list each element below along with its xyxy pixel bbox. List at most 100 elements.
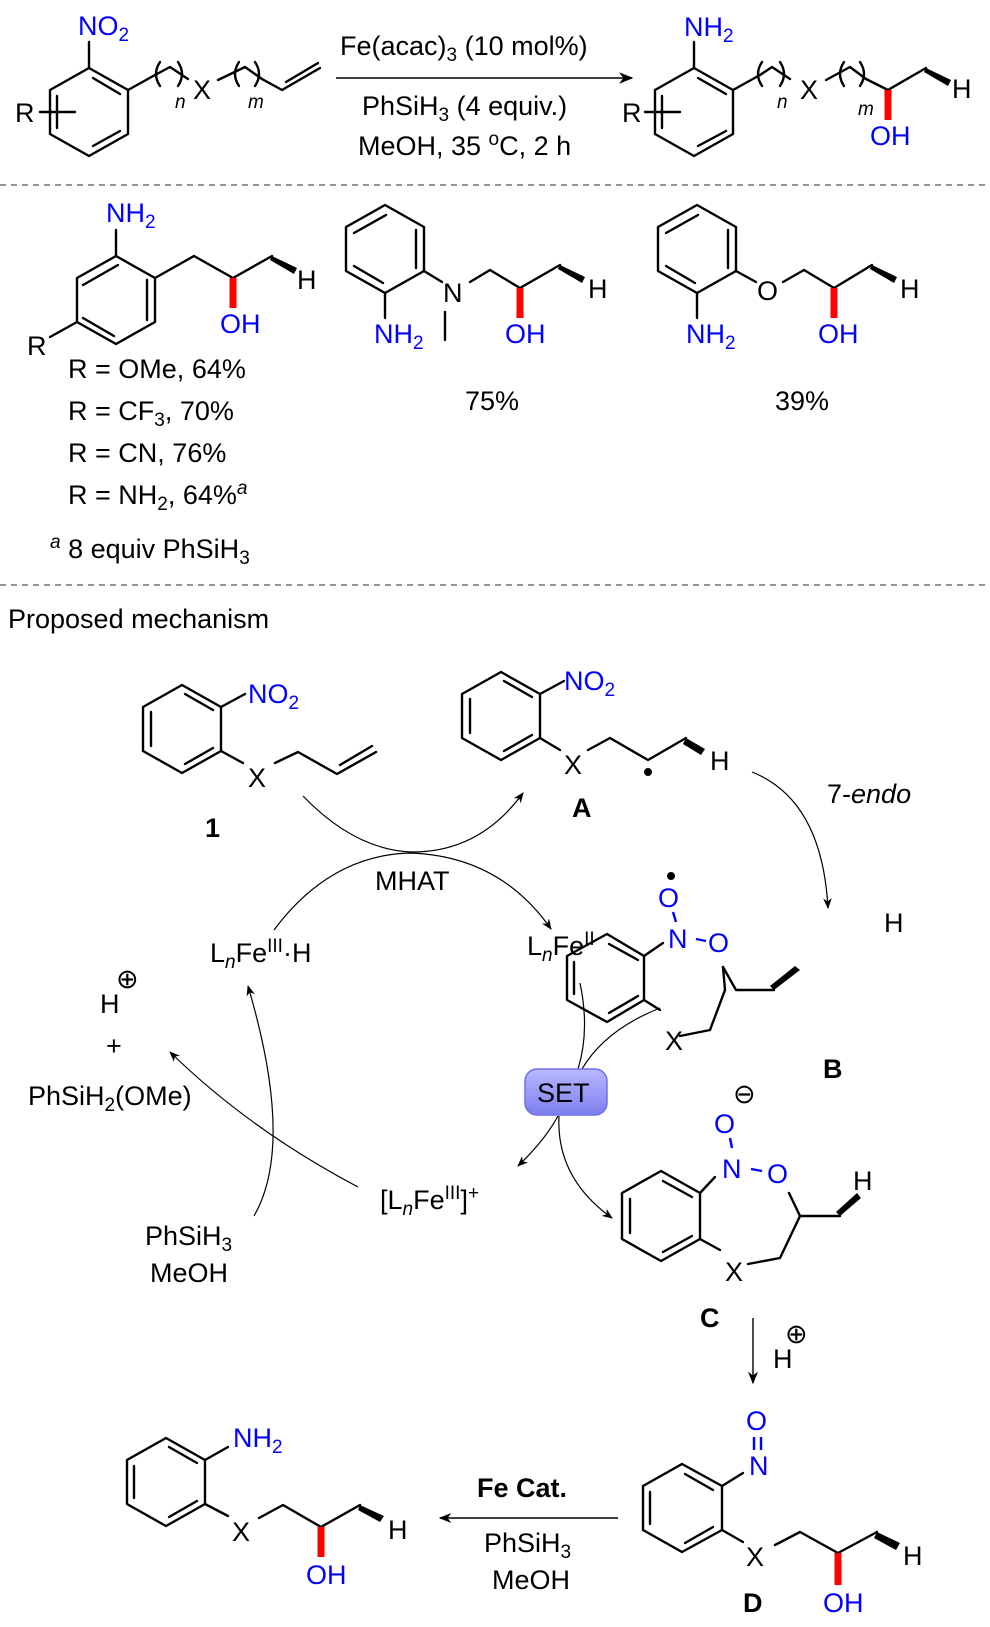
- label-c: C: [700, 1303, 720, 1333]
- product-amine: NH2: [684, 12, 734, 47]
- a-terminal-h: H: [710, 746, 730, 776]
- d-o-atom: O: [746, 1406, 767, 1436]
- cyclization-arrow: [751, 771, 832, 910]
- step-7-endo: 7-endo: [827, 779, 911, 809]
- yield-nh2: R = NH2, 64%a: [68, 478, 248, 515]
- set-to-c: [558, 1115, 613, 1219]
- intermediate-b: O N O H X B: [565, 872, 904, 1084]
- b-terminal-h: H: [884, 908, 904, 938]
- radical-dot: [667, 872, 675, 880]
- catalytic-cycle: MHAT LnFeIII·H LnFeII SET [LnFeIII]+ H ⊕…: [28, 792, 661, 1288]
- condition-catalyst: Fe(acac)3 (10 mol%): [340, 31, 588, 66]
- set-badge: [524, 1068, 608, 1116]
- reaction-arrow-group: Fe(acac)3 (10 mol%) PhSiH3 (4 equiv.) Me…: [336, 31, 634, 161]
- scope3-yield: 39%: [775, 386, 829, 416]
- scope-entry-ether: NH2 O H OH 39%: [656, 203, 920, 416]
- fe-ii: LnFeII: [527, 929, 595, 966]
- scope2-amine: NH2: [374, 319, 424, 354]
- c-terminal-h: H: [853, 1166, 873, 1196]
- product-linker-x: X: [800, 75, 818, 105]
- intermediate-a: NO2 X H A: [460, 666, 730, 823]
- c-ring-o: O: [767, 1159, 788, 1189]
- intermediate-c: ⊖ O N O H X C: [620, 1079, 873, 1333]
- fp-hydroxyl: OH: [306, 1560, 347, 1590]
- a-nitro: NO2: [564, 666, 615, 701]
- byproduct-charge: ⊕: [116, 964, 139, 994]
- product-index-n: n: [777, 92, 788, 113]
- set-to-fe-iii: [517, 1115, 559, 1167]
- scope1-substituent-r: R: [27, 331, 47, 361]
- scope2-terminal-h: H: [588, 274, 608, 304]
- linker-x: X: [193, 75, 211, 105]
- scope3-hydroxyl: OH: [818, 319, 859, 349]
- wedge-bond: [924, 68, 951, 86]
- fe-iii-cation: [LnFeIII]+: [380, 1183, 479, 1220]
- label-a: A: [572, 793, 592, 823]
- final-solvent: MeOH: [492, 1565, 570, 1595]
- scope3-linker-o: O: [757, 276, 778, 306]
- scope3-terminal-h: H: [900, 274, 920, 304]
- intermediate-d: O N X H OH D: [641, 1406, 923, 1618]
- fe-ii-to-set: [577, 982, 586, 1070]
- scope1-hydroxyl: OH: [220, 309, 261, 339]
- negative-charge: ⊖: [733, 1079, 756, 1109]
- byproduct-arrow: [169, 1051, 359, 1188]
- final-reductant: PhSiH3: [484, 1528, 571, 1563]
- substrate-general: R NO2 n X m: [15, 11, 322, 158]
- c-linker-x: X: [725, 1257, 743, 1287]
- positive-charge: ⊕: [785, 1319, 808, 1349]
- d-n-atom: N: [749, 1451, 769, 1481]
- scope1-terminal-h: H: [297, 265, 317, 295]
- byproduct-proton: H: [100, 989, 120, 1019]
- scope-yields: R = OMe, 64% R = CF3, 70% R = CN, 76% R …: [50, 354, 250, 569]
- product-general: R NH2 n X m H OH: [622, 12, 972, 158]
- label-b: B: [823, 1054, 843, 1084]
- fp-terminal-h: H: [388, 1515, 408, 1545]
- scope-entry-aryl-propanol: H OH NH2 R: [27, 198, 317, 361]
- d-terminal-h: H: [903, 1541, 923, 1571]
- byproduct-silane: PhSiH2(OMe): [28, 1081, 192, 1116]
- set-label: SET: [537, 1078, 590, 1108]
- b-linker-x: X: [665, 1026, 683, 1056]
- label-d: D: [743, 1588, 763, 1618]
- mhat-arrow-iron: [273, 852, 552, 931]
- condition-solvent-temp-time: MeOH, 35 oC, 2 h: [358, 129, 571, 161]
- proton: H: [773, 1344, 793, 1374]
- c-o-atom: O: [714, 1109, 735, 1139]
- compound-1: NO2 X 1: [141, 679, 378, 843]
- index-n: n: [175, 92, 186, 113]
- fe-hydride: LnFeIII·H: [210, 936, 311, 973]
- c1-linker-x: X: [248, 763, 266, 793]
- final-catalyst: Fe Cat.: [477, 1473, 567, 1503]
- product-substituent-r: R: [622, 98, 642, 128]
- b-to-set: [581, 1007, 661, 1070]
- yield-cn: R = CN, 76%: [68, 438, 226, 468]
- nitro-group: NO2: [78, 11, 129, 46]
- footnote: a 8 equiv PhSiH3: [50, 532, 250, 569]
- product-index-m: m: [858, 99, 874, 120]
- c1-nitro: NO2: [248, 679, 299, 714]
- radical-dot: [644, 768, 652, 776]
- final-product: NH2 X H OH: [125, 1423, 408, 1590]
- scope1-amine: NH2: [106, 198, 156, 233]
- reagent-solvent: MeOH: [150, 1258, 228, 1288]
- b-o-atom: O: [658, 883, 679, 913]
- reagent-silane: PhSiH3: [145, 1221, 232, 1256]
- b-n-atom: N: [668, 924, 688, 954]
- fp-linker-x: X: [232, 1517, 250, 1547]
- scope2-yield: 75%: [465, 386, 519, 416]
- substituent-r: R: [15, 98, 35, 128]
- mhat-label: MHAT: [375, 866, 450, 896]
- c-n-atom: N: [722, 1154, 742, 1184]
- d-hydroxyl: OH: [823, 1588, 864, 1618]
- product-terminal-h: H: [952, 74, 972, 104]
- scope2-linker-n: N: [443, 278, 463, 308]
- mhat-arrow-substrate: [302, 792, 524, 853]
- plus-sign: +: [106, 1031, 122, 1061]
- label-1: 1: [205, 813, 220, 843]
- index-m: m: [248, 92, 264, 113]
- yield-ome: R = OMe, 64%: [68, 354, 246, 384]
- yield-cf3: R = CF3, 70%: [68, 396, 234, 431]
- d-linker-x: X: [746, 1542, 764, 1572]
- scope-entry-n-methyl: NH2 N H OH 75%: [344, 203, 608, 416]
